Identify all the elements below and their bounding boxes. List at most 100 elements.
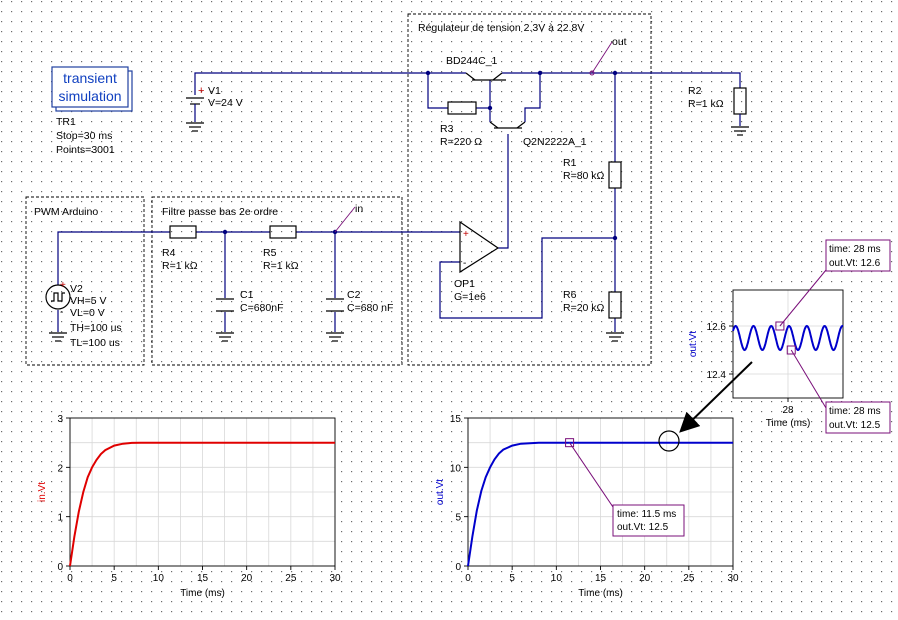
marker-value: out.Vt: 12.5	[617, 522, 669, 533]
capacitor-c1[interactable]: C1 C=680nF	[216, 289, 284, 314]
x-tick-label: 5	[509, 573, 515, 584]
pulse-source-v2[interactable]: + - V2 VH=5 V VL=0 V TH=100 us TL=100 us	[45, 280, 122, 349]
x-tick-label: 15	[595, 573, 607, 584]
v2-name: V2	[70, 283, 83, 295]
x-tick-label: 0	[465, 573, 471, 584]
svg-text:+: +	[463, 229, 469, 240]
resistor-r6[interactable]: R6 R=20 kΩ	[563, 289, 622, 319]
v2-th: TH=100 us	[70, 322, 122, 334]
out-label: out	[612, 36, 627, 48]
wires	[57, 72, 741, 332]
capacitor-c2[interactable]: C2 C=680 nF	[326, 289, 393, 314]
marker-time: time: 28 ms	[829, 406, 881, 417]
x-tick-label: 20	[639, 573, 651, 584]
ground-icon	[49, 332, 67, 342]
r6-name: R6	[563, 289, 577, 301]
x-tick-label: 10	[551, 573, 563, 584]
transistor-bd244c[interactable]: BD244C_1	[446, 55, 506, 81]
marker-leader	[569, 442, 616, 511]
zoom-circle	[658, 430, 680, 452]
x-tick-label: 20	[241, 573, 253, 584]
filter-box	[151, 196, 403, 366]
marker-leader	[779, 269, 827, 327]
sim-stop: Stop=30 ms	[56, 130, 112, 142]
pwm-box	[25, 196, 145, 366]
x-tick-label: 30	[727, 573, 739, 584]
resistor-r3[interactable]: R3 R=220 Ω	[440, 101, 482, 148]
x-tick-label: 15	[197, 573, 209, 584]
marker-box	[612, 504, 685, 537]
marker-point	[786, 345, 796, 355]
svg-text:-: -	[463, 258, 466, 269]
r5-value: R=1 kΩ	[263, 260, 299, 272]
marker-time: time: 28 ms	[829, 244, 881, 255]
resistor-r5[interactable]: R5 R=1 kΩ	[263, 225, 299, 272]
filter-box-label: Filtre passe bas 2e ordre	[162, 206, 278, 218]
marker-time: time: 11.5 ms	[617, 509, 676, 520]
regulator-box-label: Régulateur de tension 2.3V à 22.8V	[418, 22, 584, 34]
opamp-op1[interactable]: + - OP1 G=1e6	[454, 220, 500, 303]
marker-point	[775, 321, 785, 331]
in-label: in	[355, 203, 363, 215]
x-axis-label: Time (ms)	[180, 588, 225, 599]
marker-value: out.Vt: 12.6	[829, 258, 881, 269]
c1-name: C1	[240, 289, 254, 301]
r6-value: R=20 kΩ	[563, 302, 605, 314]
r1-name: R1	[563, 157, 577, 169]
x-tick-label: 25	[683, 573, 695, 584]
sim-name: TR1	[56, 116, 76, 128]
x-tick-label: 25	[285, 573, 297, 584]
v2-tl: TL=100 us	[70, 337, 120, 349]
marker-box	[825, 239, 891, 272]
c2-name: C2	[347, 289, 361, 301]
y-tick-label: 2	[57, 463, 63, 474]
x-tick-label: 5	[111, 573, 117, 584]
r2-value: R=1 kΩ	[688, 98, 724, 110]
v2-vh: VH=5 V	[70, 295, 106, 307]
x-tick-label: 28	[782, 405, 794, 416]
y-axis-label: in.Vt	[37, 482, 48, 502]
resistor-r4[interactable]: R4 R=1 kΩ	[162, 225, 198, 272]
y-tick-label: 0	[57, 562, 63, 573]
v1-name: V1	[208, 85, 221, 97]
simulation-block[interactable]: transient simulation TR1 Stop=30 ms Poin…	[51, 66, 133, 156]
c2-value: C=680 nF	[347, 302, 393, 314]
r3-name: R3	[440, 123, 454, 135]
y-axis-label: out.Vt	[435, 479, 446, 505]
marker-value: out.Vt: 12.5	[829, 420, 881, 431]
series-line-out.Vt	[732, 324, 844, 352]
sim-title-line1: transient	[63, 70, 117, 86]
x-axis-label: Time (ms)	[766, 418, 811, 429]
regulator-box	[407, 13, 652, 366]
zoom-arrow	[679, 361, 753, 433]
y-axis-label: out.Vt	[688, 331, 699, 357]
y-tick-label: 5	[455, 513, 461, 524]
resistor-r2[interactable]: R2 R=1 kΩ	[688, 85, 747, 126]
out-wire-label: out	[589, 36, 627, 76]
svg-text:+: +	[198, 85, 204, 97]
sim-points: Points=3001	[56, 144, 115, 156]
svg-text:+: +	[60, 280, 66, 291]
r3-value: R=220 Ω	[440, 136, 482, 148]
ground-icon	[606, 332, 624, 342]
ground-icon	[186, 122, 204, 132]
battery-v1[interactable]: + V1 V=24 V	[186, 85, 243, 122]
q-name: Q2N2222A_1	[523, 136, 587, 148]
x-tick-label: 0	[67, 573, 73, 584]
pwm-box-label: PWM Arduino	[34, 206, 98, 218]
ground-icon	[731, 126, 749, 136]
series-line-in.Vt	[69, 441, 335, 567]
resistor-r1[interactable]: R1 R=80 kΩ	[563, 157, 622, 189]
transistor-q2n2222a[interactable]: Q2N2222A_1	[489, 121, 587, 148]
r4-name: R4	[162, 247, 176, 259]
y-tick-label: 10	[450, 463, 462, 474]
y-tick-label: 15	[450, 414, 462, 425]
y-tick-label: 3	[57, 414, 63, 425]
v1-value: V=24 V	[208, 97, 243, 109]
bd-name: BD244C_1	[446, 55, 498, 67]
x-axis-label: Time (ms)	[578, 588, 623, 599]
